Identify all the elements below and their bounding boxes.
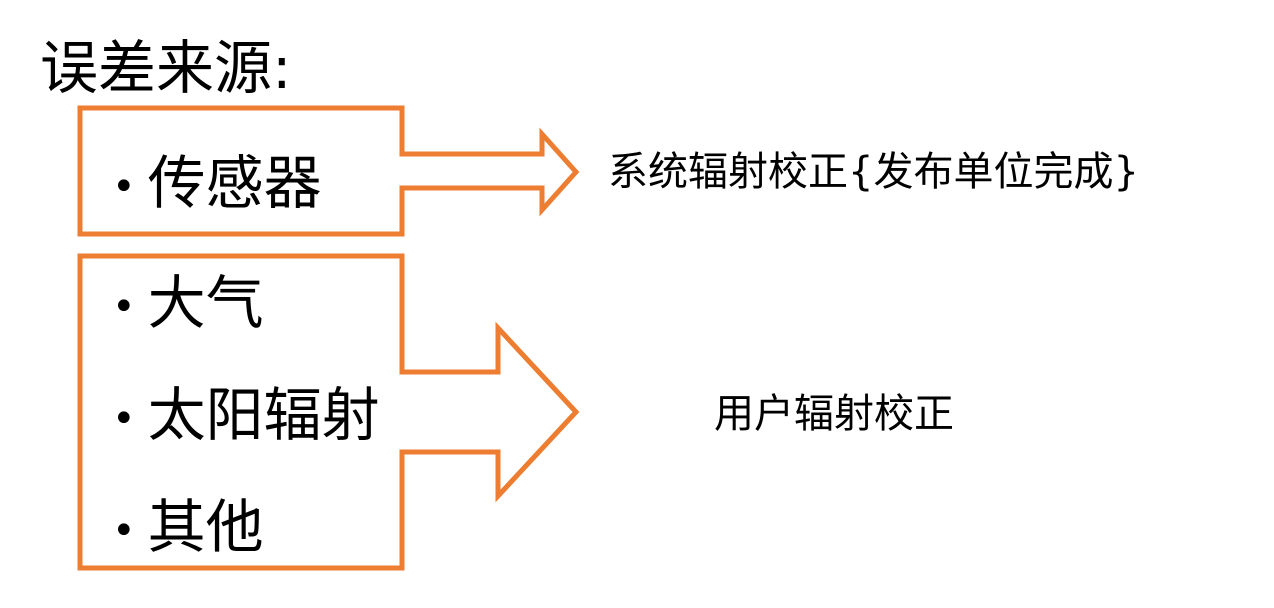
list-item-label: 其他 bbox=[147, 493, 264, 561]
diagram-title: 误差来源: bbox=[40, 34, 292, 102]
sensor-box-arrow bbox=[77, 105, 580, 237]
bullet-icon: • bbox=[112, 163, 136, 210]
list-item-sensor: •传感器 bbox=[112, 148, 322, 222]
bullet-icon: • bbox=[112, 283, 136, 330]
list-item-label: 大气 bbox=[147, 269, 264, 337]
system-radiometric-correction-label: 系统辐射校正{发布单位完成} bbox=[608, 149, 1139, 195]
list-item-label: 太阳辐射 bbox=[147, 381, 380, 449]
other-sources-box-arrow bbox=[77, 253, 580, 571]
list-item-other: •其他 bbox=[112, 492, 264, 566]
list-item-solar-radiation: •太阳辐射 bbox=[112, 380, 380, 454]
user-radiometric-correction-label: 用户辐射校正 bbox=[714, 391, 954, 437]
bullet-icon: • bbox=[112, 395, 136, 442]
list-item-atmosphere: •大气 bbox=[112, 268, 264, 342]
bullet-icon: • bbox=[112, 507, 136, 554]
list-item-label: 传感器 bbox=[147, 149, 322, 217]
